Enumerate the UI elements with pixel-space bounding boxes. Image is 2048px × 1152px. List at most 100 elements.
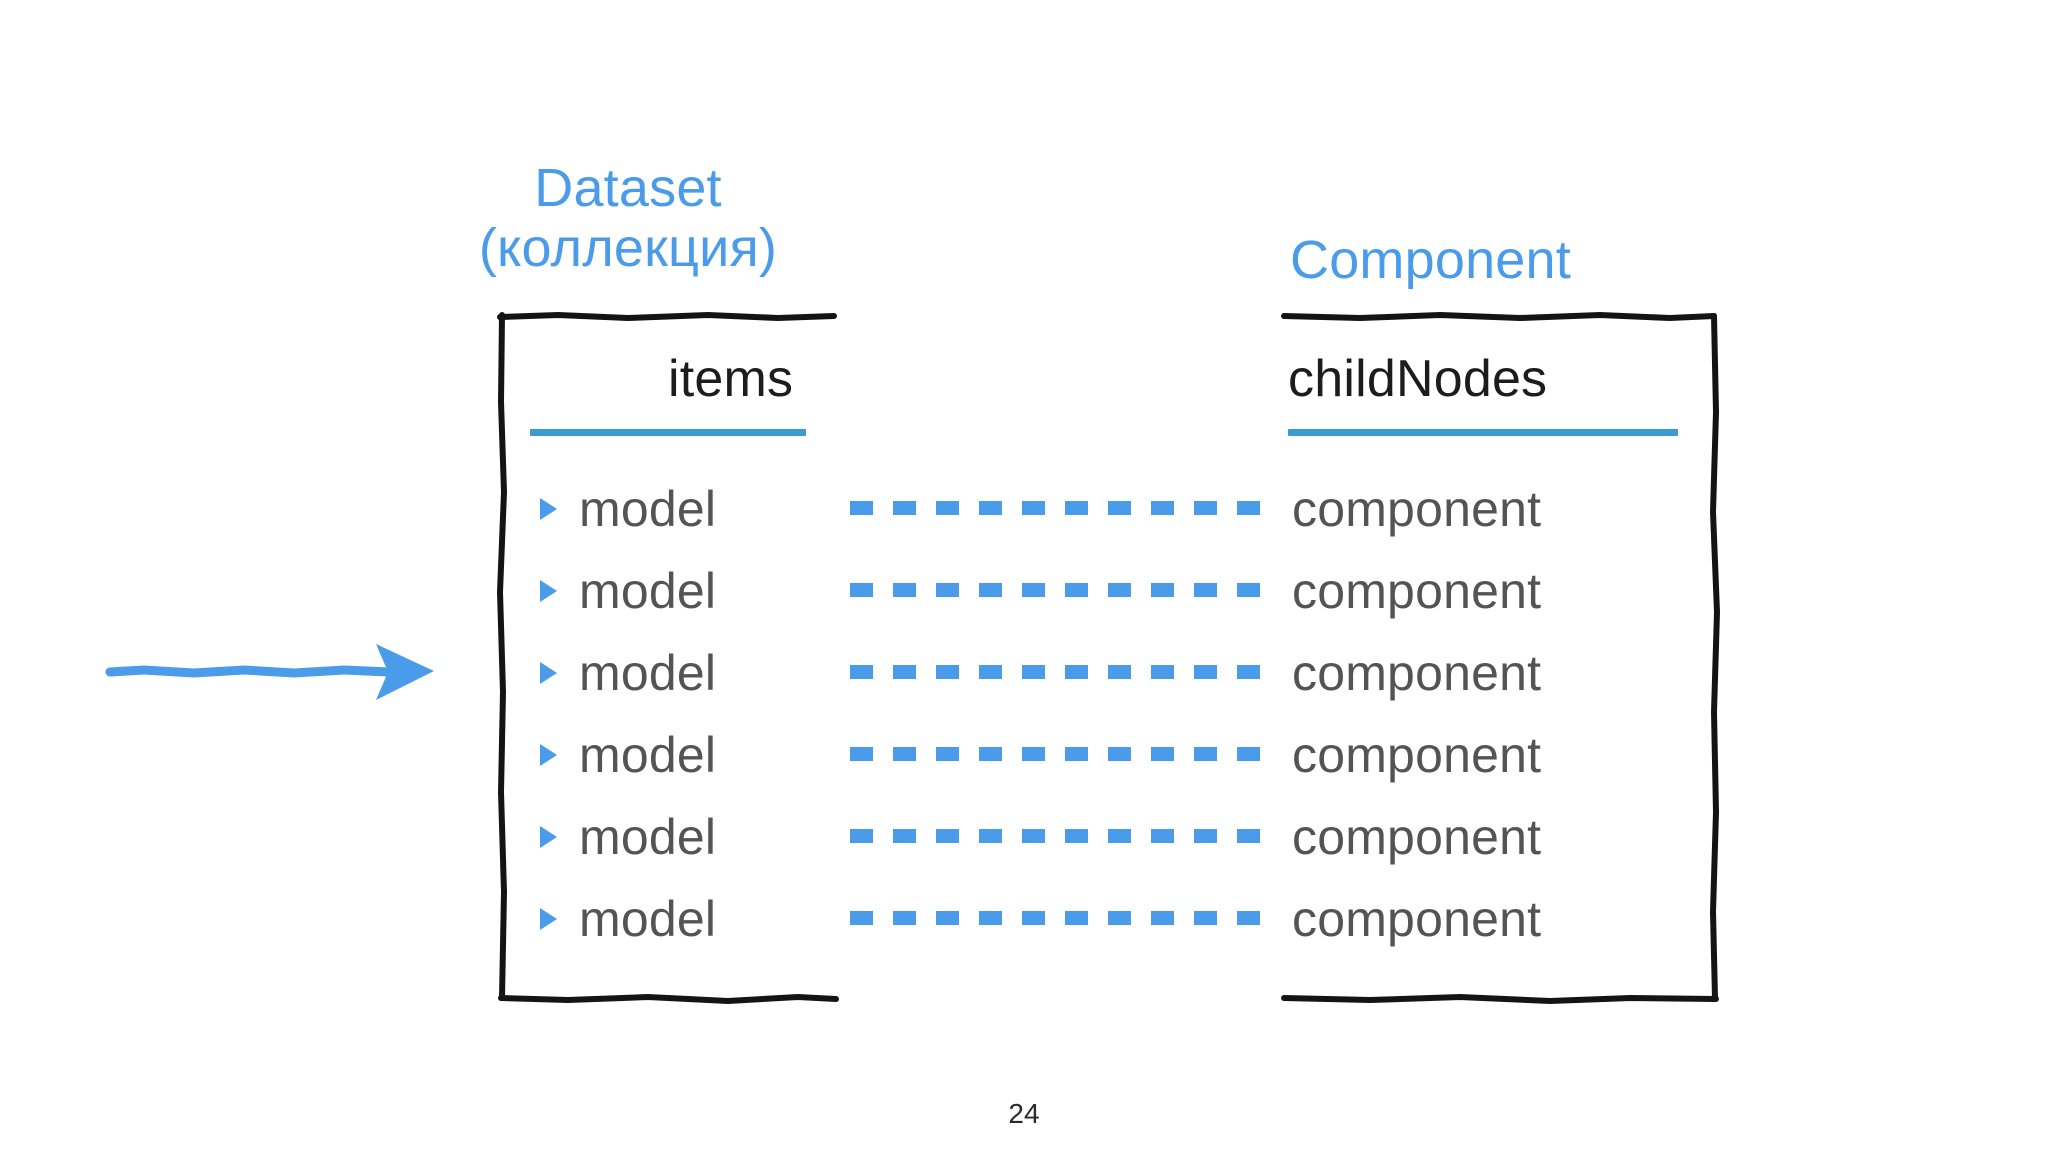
connector-dash <box>893 829 916 843</box>
childnodes-row[interactable]: component <box>1292 468 1541 550</box>
dashed-connector <box>850 911 1260 925</box>
connector-dash <box>1237 501 1260 515</box>
disclosure-triangle-icon[interactable] <box>540 908 557 930</box>
childnodes-row[interactable]: component <box>1292 796 1541 878</box>
node-label: component <box>1292 481 1542 537</box>
connector-dash <box>1108 501 1131 515</box>
childnodes-row[interactable]: component <box>1292 714 1541 796</box>
connector-dash <box>1108 829 1131 843</box>
page-number: 24 <box>1008 1098 1040 1129</box>
connector-dash <box>850 583 873 597</box>
connector-dash <box>936 665 959 679</box>
connector-dash <box>1065 911 1088 925</box>
mapping-row[interactable]: model component <box>0 878 2048 960</box>
item-label: model <box>579 563 717 619</box>
connector-dash <box>979 583 1002 597</box>
dashed-connector <box>850 747 1260 761</box>
item-label: model <box>579 727 717 783</box>
connector-dash <box>850 911 873 925</box>
item-label: model <box>579 481 717 537</box>
dashed-connector <box>850 665 1260 679</box>
node-label: component <box>1292 727 1542 783</box>
items-row[interactable]: model <box>540 796 716 878</box>
connector-dash <box>1237 829 1260 843</box>
disclosure-triangle-icon[interactable] <box>540 662 557 684</box>
items-row[interactable]: model <box>540 714 716 796</box>
connector-dash <box>936 583 959 597</box>
connector-dash <box>1022 501 1045 515</box>
connector-dash <box>979 501 1002 515</box>
node-label: component <box>1292 809 1542 865</box>
connector-dash <box>1151 665 1174 679</box>
connector-dash <box>1022 911 1045 925</box>
connector-dash <box>1065 501 1088 515</box>
connector-dash <box>1108 583 1131 597</box>
connector-dash <box>936 911 959 925</box>
connector-dash <box>850 747 873 761</box>
childnodes-column-header: childNodes <box>1288 350 1548 408</box>
connector-dash <box>936 501 959 515</box>
connector-dash <box>893 747 916 761</box>
dataset-box-outline <box>496 311 839 1005</box>
item-label: model <box>579 645 717 701</box>
connector-dash <box>1237 747 1260 761</box>
item-label: model <box>579 891 717 947</box>
connector-dash <box>1151 911 1174 925</box>
connector-dash <box>1151 583 1174 597</box>
connector-dash <box>1065 583 1088 597</box>
mapping-row[interactable]: model component <box>0 632 2048 714</box>
connector-dash <box>893 665 916 679</box>
connector-dash <box>1194 583 1217 597</box>
items-row[interactable]: model <box>540 468 716 550</box>
childnodes-row[interactable]: component <box>1292 632 1541 714</box>
items-row[interactable]: model <box>540 632 716 714</box>
pointer-arrow-icon <box>104 628 464 708</box>
connector-dash <box>1022 829 1045 843</box>
disclosure-triangle-icon[interactable] <box>540 744 557 766</box>
items-row[interactable]: model <box>540 878 716 960</box>
connector-dash <box>1237 665 1260 679</box>
mapping-row[interactable]: model component <box>0 714 2048 796</box>
childnodes-row[interactable]: component <box>1292 550 1541 632</box>
component-box-outline <box>1270 311 1721 1005</box>
items-separator-rule <box>530 429 806 436</box>
connector-dash <box>979 747 1002 761</box>
connector-dash <box>1237 911 1260 925</box>
connector-dash <box>936 747 959 761</box>
connector-dash <box>1065 665 1088 679</box>
connector-dash <box>850 501 873 515</box>
connector-dash <box>1022 665 1045 679</box>
mapping-row[interactable]: model component <box>0 468 2048 550</box>
connector-dash <box>1065 829 1088 843</box>
connector-dash <box>1108 665 1131 679</box>
connector-dash <box>893 583 916 597</box>
items-column-header: items <box>668 350 794 408</box>
connector-dash <box>893 911 916 925</box>
items-row[interactable]: model <box>540 550 716 632</box>
mapping-row[interactable]: model component <box>0 550 2048 632</box>
dashed-connector <box>850 583 1260 597</box>
connector-dash <box>1108 747 1131 761</box>
disclosure-triangle-icon[interactable] <box>540 826 557 848</box>
item-label: model <box>579 809 717 865</box>
connector-dash <box>1194 911 1217 925</box>
connector-dash <box>1194 665 1217 679</box>
dataset-heading: Dataset (коллекция) <box>478 158 778 279</box>
connector-dash <box>1065 747 1088 761</box>
connector-dash <box>1022 583 1045 597</box>
mapping-row[interactable]: model component <box>0 796 2048 878</box>
node-label: component <box>1292 891 1542 947</box>
connector-dash <box>1194 829 1217 843</box>
dashed-connector <box>850 829 1260 843</box>
connector-dash <box>1151 829 1174 843</box>
connector-dash <box>979 665 1002 679</box>
connector-dash <box>1194 501 1217 515</box>
childnodes-row[interactable]: component <box>1292 878 1541 960</box>
connector-dash <box>1151 501 1174 515</box>
connector-dash <box>1022 747 1045 761</box>
disclosure-triangle-icon[interactable] <box>540 498 557 520</box>
disclosure-triangle-icon[interactable] <box>540 580 557 602</box>
connector-dash <box>1151 747 1174 761</box>
